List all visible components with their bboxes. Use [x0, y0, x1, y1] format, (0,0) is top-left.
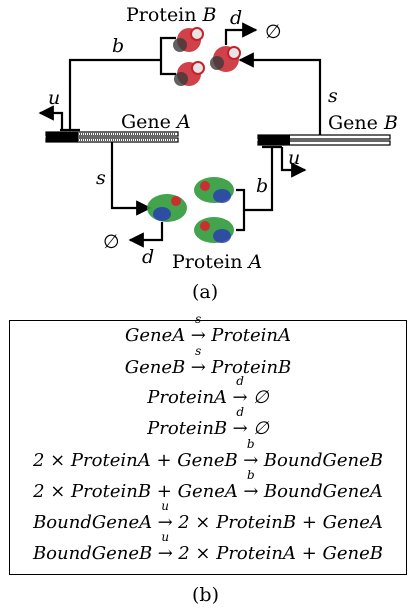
reaction-lhs: GeneB	[124, 357, 186, 378]
reaction-arrow: d→	[229, 375, 251, 408]
empty-set-top: ∅	[265, 21, 282, 43]
reaction-rhs: ∅	[253, 418, 269, 439]
reaction-arrow: u→	[154, 531, 176, 564]
reaction-rate: d	[236, 374, 244, 388]
gene-a-strand	[45, 131, 179, 143]
binding-edge-b-top	[68, 58, 161, 130]
reaction-rhs: ProteinB	[211, 357, 292, 378]
rate-d-bottom-label: d	[142, 246, 154, 268]
synthesis-edge-s-left	[110, 142, 152, 216]
unbinding-edge-u-right	[280, 147, 307, 178]
reaction-arrow: b→	[240, 469, 262, 502]
reaction-rate: u	[161, 530, 170, 544]
binding-edge-b-bottom	[244, 147, 274, 212]
reaction-arrow: b→	[240, 438, 262, 471]
rate-s-left-label: s	[96, 167, 106, 189]
reaction-rate: s	[195, 312, 202, 326]
reaction-arrow: u→	[154, 500, 176, 533]
protein-a-label: Protein A	[172, 251, 262, 273]
rate-b-top-label: b	[112, 35, 124, 57]
unbinding-edge-u-left	[38, 105, 64, 130]
reaction-rhs: BoundGeneA	[263, 481, 383, 502]
rate-d-top-label: d	[230, 7, 242, 29]
reaction-rate: u	[161, 499, 169, 513]
reaction-rate: b	[246, 437, 255, 451]
reaction-rate: d	[236, 405, 244, 419]
reaction-arrow: d→	[229, 406, 251, 439]
reaction-rate: s	[195, 344, 202, 358]
protein-a-molecule-top	[194, 177, 234, 203]
reaction-arrow: s→	[187, 313, 209, 346]
reaction-rate: b	[247, 468, 255, 482]
gene-b-label: Gene B	[328, 112, 398, 134]
reaction-lhs: BoundGeneB	[32, 543, 153, 564]
protein-b-molecule-bottom	[174, 61, 205, 86]
protein-b-molecule-top	[173, 27, 204, 52]
gene-a-label: Gene A	[121, 111, 191, 133]
synthesis-edge-s-right	[238, 52, 322, 135]
gene-b-strand	[257, 134, 391, 146]
reaction-lhs: 2 × ProteinB + GeneA	[33, 481, 238, 502]
rate-u-right-label: u	[288, 147, 300, 169]
degradation-edge-d-top	[224, 22, 258, 45]
reaction-arrow: s→	[187, 345, 209, 378]
reaction-rhs: 2 × ProteinA + GeneB	[178, 543, 384, 564]
reaction-lhs: GeneA	[124, 325, 186, 346]
reaction-rhs: BoundGeneB	[263, 450, 384, 471]
reaction-lhs: ProteinB	[147, 418, 228, 439]
degradation-edge-d-bottom	[128, 222, 164, 248]
empty-set-bottom: ∅	[103, 231, 120, 253]
rate-s-right-label: s	[328, 85, 338, 107]
protein-a-molecule-left	[147, 194, 187, 222]
reaction-lhs: BoundGeneA	[33, 512, 153, 533]
caption-a: (a)	[192, 281, 218, 303]
protein-b-molecule-right	[210, 46, 241, 72]
reaction-lhs: 2 × ProteinA + GeneB	[32, 450, 238, 471]
reaction-rhs: 2 × ProteinB + GeneA	[178, 512, 383, 533]
reaction-lhs: ProteinA	[147, 387, 228, 408]
caption-b: (b)	[192, 584, 219, 606]
reaction-rhs: ∅	[253, 387, 269, 408]
rate-b-bottom-label: b	[256, 175, 268, 197]
rate-u-left-label: u	[48, 87, 60, 109]
protein-b-label: Protein B	[126, 4, 217, 26]
protein-a-molecule-bottom	[194, 217, 234, 243]
reaction-rhs: ProteinA	[211, 325, 292, 346]
